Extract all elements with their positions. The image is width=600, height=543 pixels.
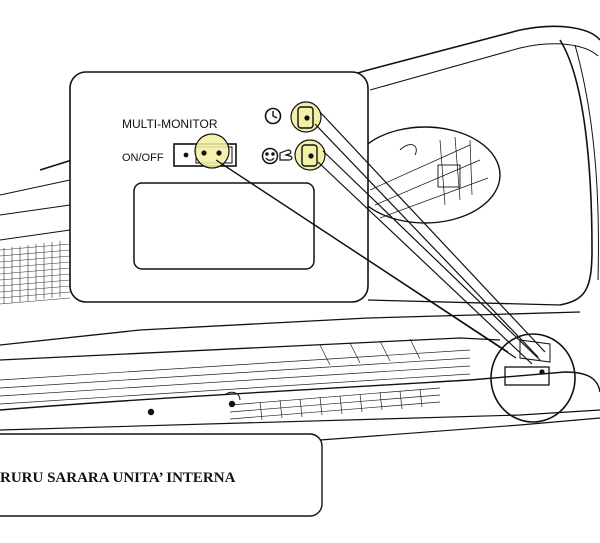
caption-text: RURU SARARA UNITA’ INTERNA: [0, 470, 236, 486]
louver-area: [0, 338, 471, 421]
unit-base-bottom: [319, 417, 600, 441]
unit-base-lower: [0, 409, 600, 431]
detail-ellipse: [490, 333, 576, 423]
inner-cavity: [349, 126, 501, 224]
caption-box: [0, 433, 323, 517]
smiley-hand-icon: [261, 147, 293, 165]
unit-top-inner-line: [369, 43, 599, 91]
unit-front-lower-edge: [367, 299, 581, 319]
display-window: [133, 182, 315, 270]
multi-monitor-label: MULTI-MONITOR: [122, 117, 218, 131]
unit-base-curve: [0, 371, 600, 411]
unit-right-front: [559, 39, 593, 306]
unit-bottom-body: [0, 317, 501, 361]
unit-top-outline: [39, 25, 600, 171]
on-off-label: ON/OFF: [122, 152, 164, 164]
on-off-led-highlight: [194, 133, 230, 169]
unit-right-front-inner: [574, 44, 599, 281]
indoor-unit: [0, 25, 600, 441]
led-dot-1: [201, 150, 207, 156]
clock-icon: [264, 107, 282, 125]
timer-led-highlight: [290, 101, 322, 133]
leader-lines: [215, 111, 546, 365]
louver-markers: [147, 391, 241, 416]
mode-led-highlight: [294, 139, 326, 171]
led-dot-2: [216, 150, 222, 156]
unit-left-side: [0, 179, 71, 241]
left-grille: [0, 241, 71, 305]
